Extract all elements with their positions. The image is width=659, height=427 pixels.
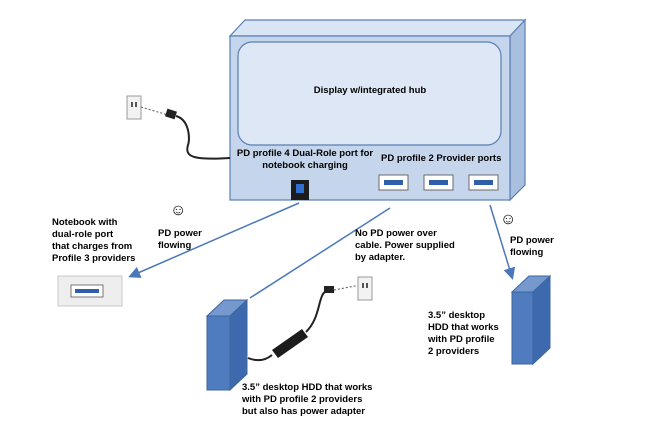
provider-port [468,174,499,191]
cable-to-hdd [249,207,391,299]
smiley-icon: ☺ [170,202,187,219]
hdd-right [510,274,552,366]
power-flowing-label-left: PD power flowing [158,228,202,251]
notebook-caption: Notebook with dual-role port that charge… [52,217,136,264]
dual-role-port-label: PD profile 4 Dual-Role port for notebook… [236,148,374,171]
hdd-with-adapter [205,298,249,392]
hdd-right-caption: 3.5” desktop HDD that works with PD prof… [428,310,499,357]
power-cable [140,106,231,160]
power-adapter [247,284,361,362]
provider-port [423,174,454,191]
display-title: Display w/integrated hub [313,85,427,96]
dual-role-port [291,180,309,200]
smiley-icon: ☺ [500,211,517,228]
power-flowing-label-right: PD power flowing [510,235,554,258]
no-pd-power-note: No PD power over cable. Power supplied b… [355,228,455,263]
notebook-port [57,275,123,307]
provider-ports-label: PD profile 2 Provider ports [381,153,502,164]
hdd-adapter-caption: 3.5” desktop HDD that works with PD prof… [242,382,373,417]
provider-port [378,174,409,191]
arrow-to-hdd-right [489,204,516,280]
wall-outlet [126,95,142,120]
wall-outlet [357,276,373,301]
display-screen [237,41,502,146]
arrow-to-notebook [128,202,300,278]
display-hub [228,18,527,202]
